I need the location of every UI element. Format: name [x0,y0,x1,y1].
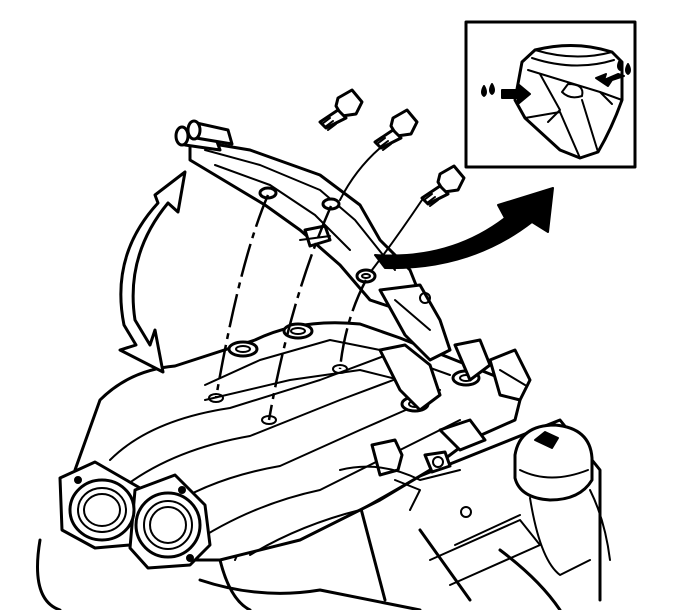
detail-inset [464,20,637,169]
alignment-leaders [214,147,423,421]
throttle-body-flange [58,460,212,570]
bolt-boss [282,322,314,340]
bolt-icon [373,108,419,151]
bolt-boss [227,340,259,358]
fuel-rail-bracket [174,119,452,362]
rotation-arrow-icon [118,170,187,374]
oil-fill-cap [513,423,611,576]
inset-frame [464,20,637,169]
fuel-line-fitting [174,119,234,152]
bolt-icon [318,88,364,131]
fluid-drop-icon [481,83,531,105]
gasket-seal-icon [513,43,624,160]
throttle-body-opening-icon [68,478,136,542]
inset-arrow-right-icon [595,73,625,87]
lower-engine-block [36,418,602,610]
bolt-icon [420,164,466,207]
throttle-body-opening-icon [134,491,202,559]
inset-arrow-left-icon [501,83,531,105]
removal-arrow-icon [374,187,554,270]
fluid-drop-icon [595,59,631,87]
